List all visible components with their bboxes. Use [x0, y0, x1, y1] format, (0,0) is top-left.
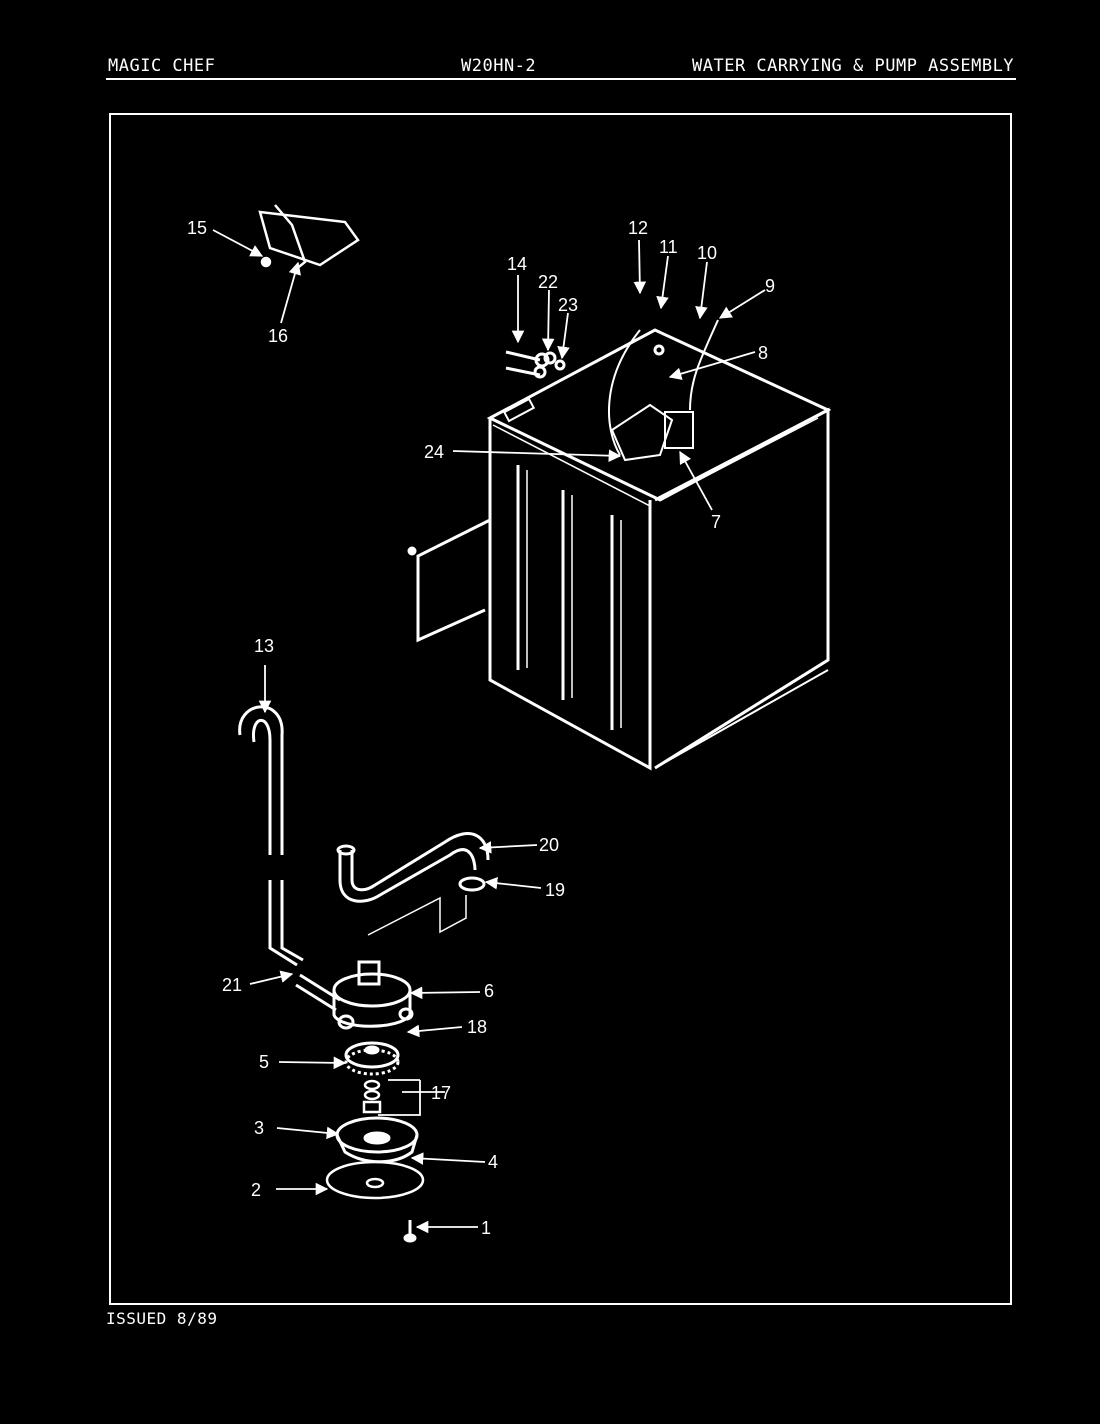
- callout-24: 24: [424, 442, 444, 462]
- callout-18: 18: [467, 1017, 487, 1037]
- issued-date: ISSUED 8/89: [106, 1309, 218, 1328]
- hose-part-20: [336, 832, 490, 936]
- leader-lines: [212, 229, 766, 1234]
- screw-part-1: [403, 1220, 417, 1243]
- callout-3: 3: [254, 1118, 264, 1138]
- callout-23: 23: [558, 295, 578, 315]
- callout-22: 22: [538, 272, 558, 292]
- callout-20: 20: [539, 835, 559, 855]
- callout-4: 4: [488, 1152, 498, 1172]
- callout-9: 9: [765, 276, 775, 296]
- callout-10: 10: [697, 243, 717, 263]
- callout-14: 14: [507, 254, 527, 274]
- callout-8: 8: [758, 343, 768, 363]
- pump-body-part-3: [335, 1116, 419, 1164]
- leader-bracket-17: [378, 1079, 445, 1116]
- callout-11: 11: [659, 237, 678, 257]
- header-title: WATER CARRYING & PUMP ASSEMBLY: [692, 56, 1015, 76]
- callout-16: 16: [268, 326, 288, 346]
- hose-part-13: [238, 705, 304, 967]
- diagram-frame: [109, 113, 1012, 1305]
- pump-part-6: [295, 960, 414, 1030]
- gasket-part-2: [325, 1160, 425, 1200]
- washer-cabinet: [407, 319, 832, 771]
- callout-12: 12: [628, 218, 648, 238]
- callout-13: 13: [254, 636, 274, 656]
- header-brand: MAGIC CHEF: [108, 56, 216, 76]
- callout-15: 15: [187, 218, 207, 238]
- callout-1: 1: [481, 1218, 491, 1238]
- seal-part-17: [362, 1079, 382, 1114]
- callout-17: 17: [431, 1083, 451, 1103]
- callout-21: 21: [222, 975, 242, 995]
- callout-6: 6: [484, 981, 494, 1001]
- callout-7: 7: [711, 512, 721, 532]
- callout-5: 5: [259, 1052, 269, 1072]
- header-rule: [106, 78, 1016, 80]
- callout-19: 19: [545, 880, 565, 900]
- impeller-part-5: [344, 1041, 400, 1076]
- bolts-parts-14-22-23: [505, 350, 566, 379]
- callout-2: 2: [251, 1180, 261, 1200]
- bracket-part-16: [258, 204, 360, 271]
- part-callouts: 1 2 3 4 5 6 7 8 9 10 11 12 13 14 15 16 1…: [187, 218, 775, 1238]
- header-model: W20HN-2: [461, 56, 537, 76]
